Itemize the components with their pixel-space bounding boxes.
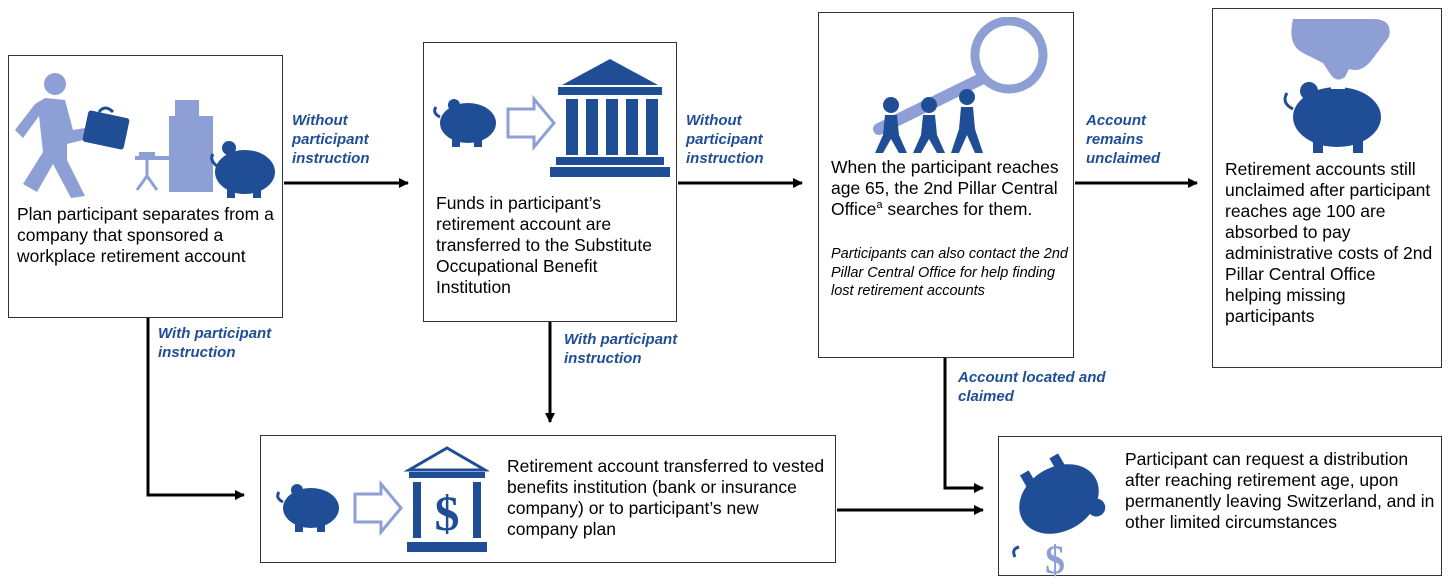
label-without-instruction-2: Without participant instruction — [686, 112, 764, 167]
label-account-remains-unclaimed: Account remains unclaimed — [1086, 112, 1161, 167]
svg-text:$: $ — [1045, 537, 1065, 577]
piggy-bank-to-institution-icon — [433, 59, 670, 177]
absorbed-accounts-box: Retirement accounts still unclaimed afte… — [1212, 8, 1442, 368]
piggy-bank-to-bank-dollar-icon: $ — [276, 446, 489, 552]
central-office-search-tail: searches for them. — [882, 199, 1033, 219]
separation-text: Plan participant separates from a compan… — [17, 204, 274, 266]
people-carrying-magnifying-glass-icon — [873, 17, 1048, 153]
vested-benefits-text: Retirement account transferred to vested… — [507, 456, 825, 539]
hand-dropping-coin-in-piggy-bank-icon — [1283, 19, 1390, 153]
substitute-institution-box: Funds in participant’s retirement accoun… — [423, 42, 677, 322]
separation-box: Plan participant separates from a compan… — [8, 55, 283, 318]
label-account-located-claimed: Account located and claimed — [958, 369, 1106, 405]
distribution-text: Participant can request a distribution a… — [1125, 449, 1435, 532]
footnote-marker-a: a — [876, 199, 883, 212]
central-office-search-box: When the participant reaches age 65, the… — [818, 12, 1074, 358]
person-leaving-desk-with-piggy-bank-icon — [15, 73, 275, 198]
central-office-contact-note: Participants can also contact the 2nd Pi… — [831, 246, 1068, 299]
substitute-institution-text: Funds in participant’s retirement accoun… — [436, 193, 652, 297]
label-without-instruction-1: Without participant instruction — [292, 112, 370, 167]
distribution-box: $ Participant can request a distribution… — [998, 436, 1442, 577]
label-with-instruction-2: With participant instruction — [564, 331, 678, 367]
vested-benefits-box: $ Retirement account transferred to vest… — [260, 435, 836, 563]
central-office-search-text: When the participant reaches age 65, the… — [831, 157, 1067, 220]
central-office-search-main: When the participant reaches age 65, the… — [831, 157, 1059, 219]
svg-text:$: $ — [435, 485, 460, 541]
absorbed-accounts-text: Retirement accounts still unclaimed afte… — [1225, 159, 1433, 326]
label-with-instruction-1: With participant instruction — [158, 325, 272, 361]
piggy-bank-dollar-icon: $ — [1012, 453, 1106, 577]
